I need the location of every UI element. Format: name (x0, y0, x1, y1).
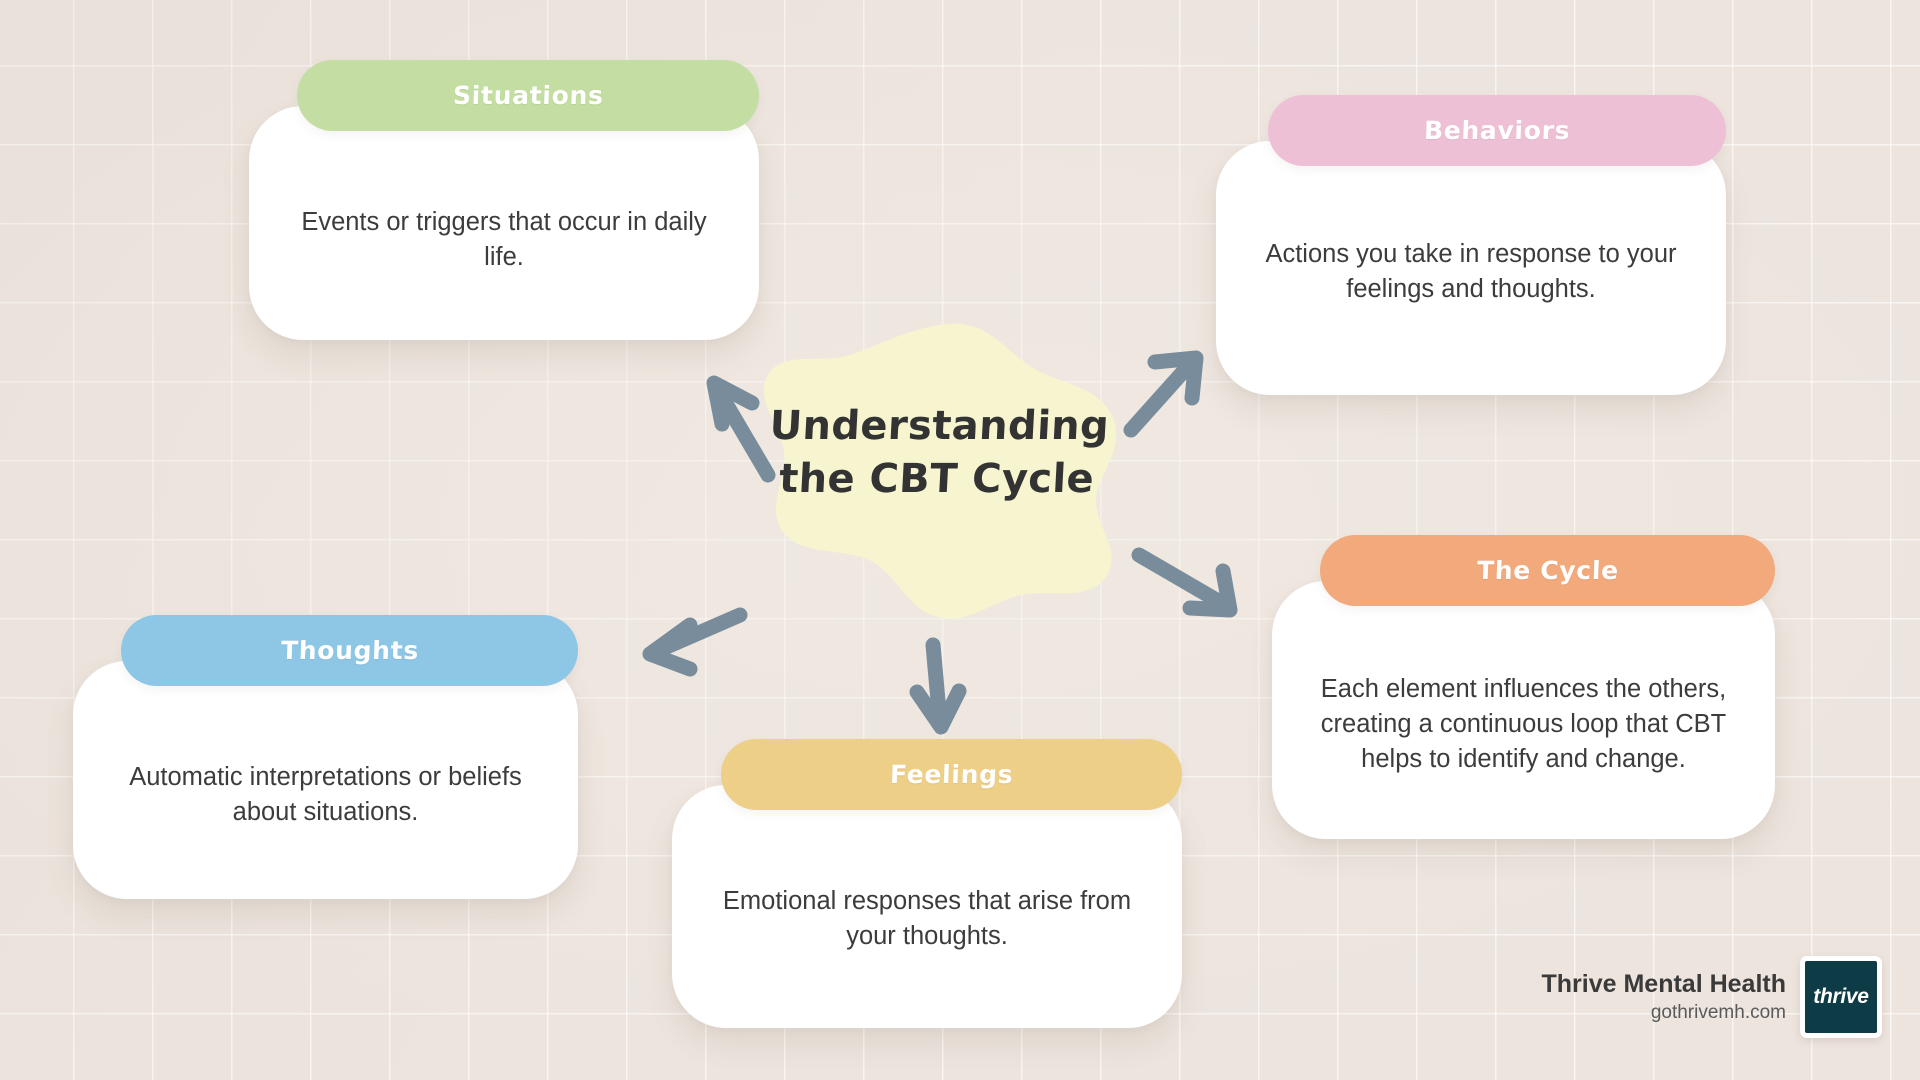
thrive-logo: thrive (1800, 956, 1882, 1038)
center-title: Understanding the CBT Cycle (749, 400, 1127, 506)
card-the-cycle[interactable]: The Cycle Each element influences the ot… (1272, 535, 1775, 839)
card-the-cycle-label: The Cycle (1476, 556, 1619, 585)
card-the-cycle-body (1272, 581, 1775, 839)
card-situations-label: Situations (452, 81, 604, 110)
card-thoughts-body (73, 661, 578, 899)
card-feelings-text: Emotional responses that arise from your… (722, 887, 1132, 950)
card-behaviors[interactable]: Behaviors Actions you take in response t… (1216, 95, 1726, 395)
footer-text-block: Thrive Mental Health gothrivemh.com (1542, 970, 1787, 1024)
card-feelings-label: Feelings (889, 760, 1014, 789)
card-thoughts-header: Thoughts (121, 615, 578, 686)
card-behaviors-text: Actions you take in response to your fee… (1265, 240, 1677, 303)
center-title-line1: Understanding (768, 403, 1111, 449)
card-situations[interactable]: Situations Events or triggers that occur… (249, 60, 759, 340)
card-thoughts[interactable]: Thoughts Automatic interpretations or be… (73, 615, 578, 899)
card-behaviors-label: Behaviors (1423, 116, 1571, 145)
brand-url[interactable]: gothrivemh.com (1650, 1001, 1786, 1023)
brand-name: Thrive Mental Health (1541, 970, 1787, 999)
card-thoughts-text: Automatic interpretations or beliefs abo… (129, 763, 522, 826)
card-situations-header: Situations (297, 60, 759, 131)
card-the-cycle-header: The Cycle (1320, 535, 1775, 606)
card-thoughts-label: Thoughts (280, 636, 419, 665)
card-feelings-header: Feelings (721, 739, 1182, 810)
thrive-logo-text: thrive (1813, 985, 1869, 1008)
card-the-cycle-text: Each element influences the others, crea… (1320, 675, 1727, 773)
card-behaviors-body (1216, 141, 1726, 395)
card-situations-body (249, 106, 759, 340)
card-situations-text: Events or triggers that occur in daily l… (301, 208, 707, 271)
center-title-line2: the CBT Cycle (777, 455, 1096, 502)
card-feelings-body (672, 785, 1182, 1028)
card-behaviors-header: Behaviors (1268, 95, 1726, 166)
footer-branding: Thrive Mental Health gothrivemh.com thri… (1542, 956, 1882, 1038)
center-blob: Understanding the CBT Cycle (752, 320, 1124, 620)
card-feelings[interactable]: Feelings Emotional responses that arise … (672, 739, 1182, 1029)
